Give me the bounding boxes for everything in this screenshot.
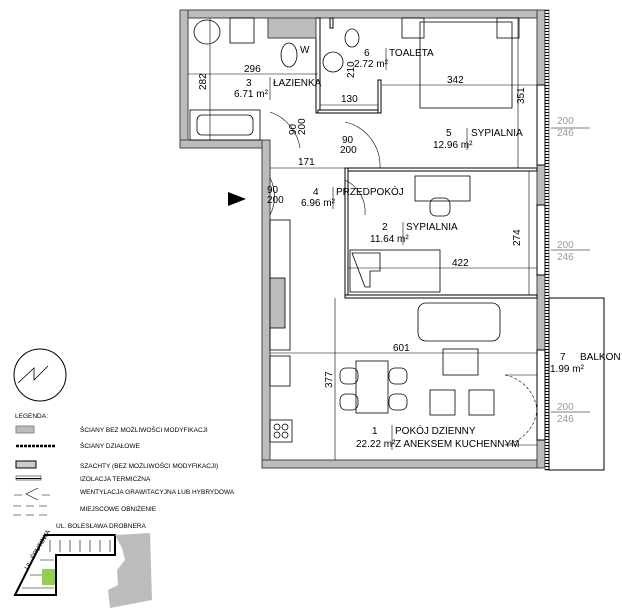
legend-item: SZACHTY (BEZ MOŻLIWOŚCI MODYFIKACJI) [80,461,218,470]
svg-text:1: 1 [372,426,378,437]
dimension-lines [188,18,590,460]
room-label-5: 5 SYPIALNIA 12.96 m² [433,128,523,151]
balcony [548,297,605,471]
dim-130: 130 [341,94,358,105]
north-compass-icon [13,348,67,402]
partition-walls [267,17,538,299]
room-label-4: 4 PRZEDPOKÓJ 6.96 m² [301,185,404,209]
svg-text:POKÓJ DZIENNY: POKÓJ DZIENNY [395,424,476,437]
furniture [189,17,520,443]
svg-text:ŁAZIENKA: ŁAZIENKA [273,78,322,89]
legend-swatch-shafts [15,460,37,469]
dim-422: 422 [452,258,469,269]
legend-swatch-walls [15,425,35,434]
svg-text:12.96 m²: 12.96 m² [433,140,473,151]
svg-text:PRZEDPOKÓJ: PRZEDPOKÓJ [336,185,404,198]
legend-item: IZOLACJA TERMICZNA [80,476,151,483]
svg-text:6.71 m²: 6.71 m² [234,89,269,100]
legend-swatch-insulation [15,475,42,481]
legend-vent-icon [14,487,50,501]
window-height: 246 [557,252,574,263]
window-height: 246 [557,128,574,139]
svg-text:BALKON: BALKON [580,352,621,363]
legend-item: ŚCIANY BEZ MOŻLIWOŚCI MODYFIKACJI [80,425,208,434]
dim-210: 210 [346,61,357,78]
svg-text:3: 3 [246,78,252,89]
dim-351: 351 [516,87,527,104]
legend-item: ŚCIANY DZIAŁOWE [80,441,141,450]
room-label-7: 7 BALKON 1.99 m² [550,352,621,375]
svg-text:11.64 m²: 11.64 m² [370,234,409,245]
svg-text:4: 4 [313,187,319,198]
door-height: 200 [297,118,308,135]
window-width: 200 [557,402,574,413]
dim-274: 274 [512,229,523,246]
site-key-plan: UL. BOLESŁAWA DROBNERA UL. ŚRUTOWA [13,523,152,608]
doors[interactable] [269,111,538,446]
load-bearing-walls [179,9,550,471]
svg-text:6: 6 [364,48,370,59]
legend-title: LEGENDA: [15,413,48,420]
legend-item: WENTYLACJA GRAWITACYJNA LUB HYBRYDOWA [80,489,235,496]
svg-text:TOALETA: TOALETA [389,48,434,59]
svg-text:Z ANEKSEM KUCHENNYM: Z ANEKSEM KUCHENNYM [395,439,519,450]
dim-601: 601 [393,343,410,354]
dim-377: 377 [324,371,335,388]
dim-282: 282 [198,73,209,90]
vent-label: W [300,45,310,56]
dim-296: 296 [244,64,261,75]
svg-text:22.22 m²: 22.22 m² [356,439,396,450]
door-width: 90 [288,123,299,135]
svg-text:SYPIALNIA: SYPIALNIA [471,128,523,139]
street-label-drobnera: UL. BOLESŁAWA DROBNERA [56,523,146,530]
legend-swatch-lowered-ceiling [13,505,47,516]
entrance-arrow-icon [228,192,246,206]
svg-text:SYPIALNIA: SYPIALNIA [406,222,458,233]
room-label-6: 6 TOALETA 2.72 m² [354,48,434,70]
room-label-2: 2 SYPIALNIA 11.64 m² [370,222,458,245]
legend-item: MIEJSCOWE OBNIŻENIE [80,504,157,513]
room-label-3: 3 ŁAZIENKA 6.71 m² [234,77,322,100]
door-width: 90 [342,135,354,146]
window-width: 200 [557,240,574,251]
svg-text:5: 5 [446,128,452,139]
window-height: 246 [557,414,574,425]
windows [536,84,546,441]
door-height: 200 [267,195,284,206]
window-width: 200 [557,116,574,127]
door-height: 200 [340,145,357,156]
svg-text:1.99 m²: 1.99 m² [550,364,585,375]
svg-text:6.96 m²: 6.96 m² [301,198,336,209]
door-width: 90 [267,185,279,196]
svg-text:7: 7 [560,352,566,363]
svg-text:2.72 m²: 2.72 m² [354,59,389,70]
svg-text:2: 2 [382,222,388,233]
dim-342: 342 [447,75,464,86]
dim-171: 171 [298,157,315,168]
